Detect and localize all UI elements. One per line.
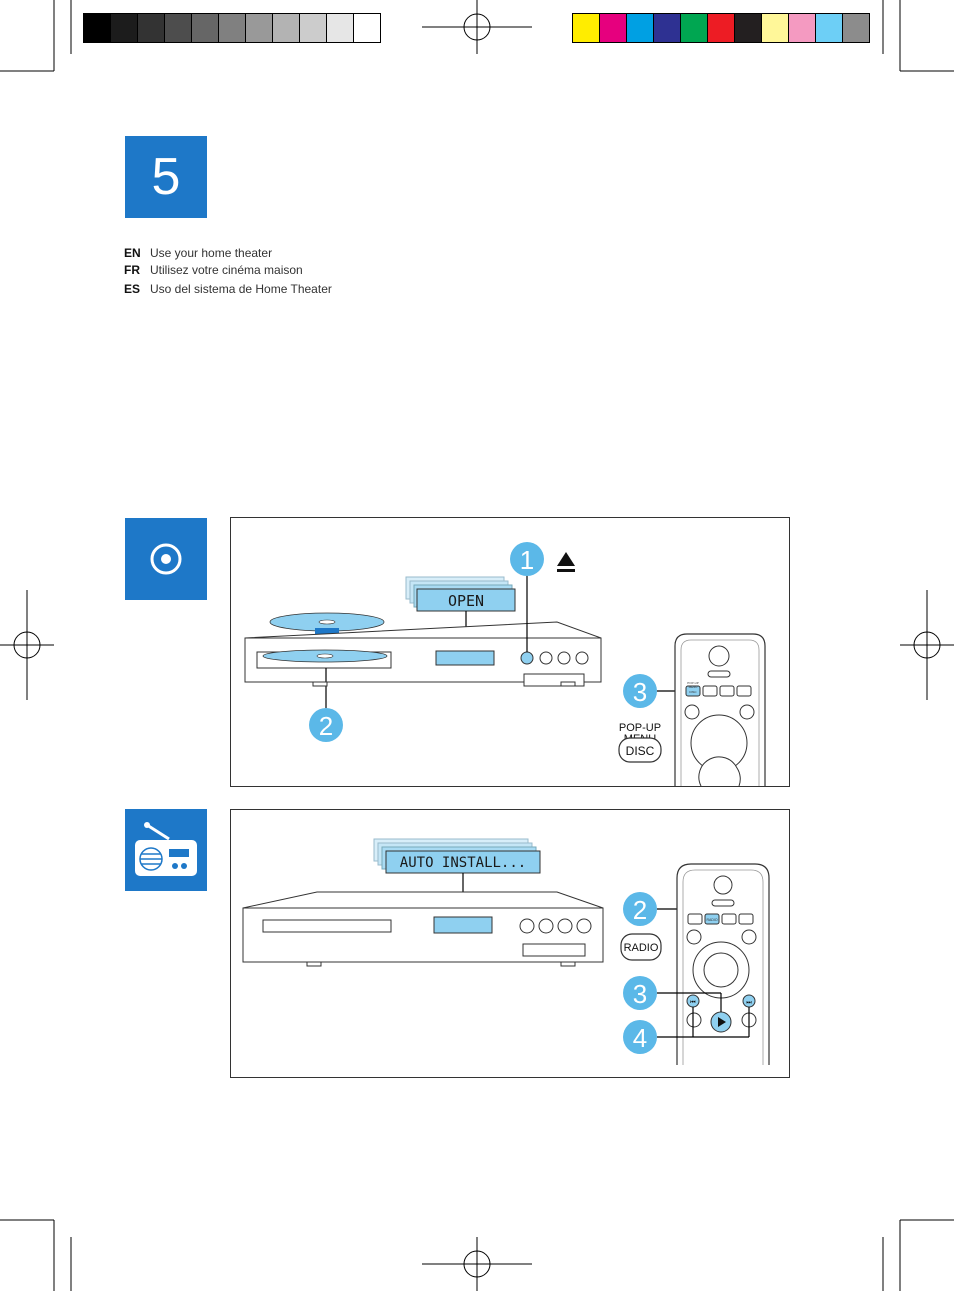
title-en: EN Use your home theater	[124, 246, 272, 260]
chapter-number: 5	[151, 148, 181, 206]
chapter-number-box: 5	[125, 136, 207, 218]
grayscale-bar	[83, 13, 381, 43]
swatch	[573, 14, 599, 42]
swatch	[842, 14, 869, 42]
swatch	[245, 14, 272, 42]
title-text-es: Uso del sistema de Home Theater	[150, 282, 332, 296]
color-bar	[572, 13, 870, 43]
swatch	[788, 14, 815, 42]
swatch	[680, 14, 707, 42]
title-text-en: Use your home theater	[150, 246, 273, 260]
disc-key-button	[618, 737, 662, 763]
radio-panel: AUTO INSTALL... RADIO 2 3 4	[230, 809, 790, 1078]
disc-play-panel: OPEN 1 2	[230, 517, 790, 787]
disc-icon	[150, 543, 182, 575]
svg-text:⏭: ⏭	[746, 999, 752, 1006]
swatch	[299, 14, 326, 42]
swatch	[110, 14, 137, 42]
swatch	[326, 14, 353, 42]
remote-tiny-radio-label: RADIO	[706, 918, 717, 922]
radio-key-label: RADIO	[624, 942, 659, 954]
step-3-radio-callout: 3	[633, 979, 647, 1009]
lang-code-es: ES	[124, 282, 141, 296]
swatch	[164, 14, 191, 42]
swatch	[707, 14, 734, 42]
title-text-fr: Utilisez votre cinéma maison	[150, 263, 303, 277]
popup-label-line1: POP-UP	[619, 722, 661, 734]
remote-control-radio: RADIO ⏮ ⏭	[676, 863, 770, 1065]
radio-icon-box	[125, 809, 207, 891]
step-2-radio-callout: 2	[633, 895, 647, 925]
remote-control-disc: POP-UP MENU DISC	[674, 633, 766, 787]
swatch	[734, 14, 761, 42]
eject-icon	[557, 552, 575, 572]
radio-illustration: AUTO INSTALL... RADIO 2 3 4	[242, 838, 770, 1065]
swatch	[353, 14, 380, 42]
swatch	[218, 14, 245, 42]
disc-illustration: OPEN 1 2	[244, 542, 766, 787]
title-fr: FR Utilisez votre cinéma maison	[124, 263, 303, 277]
step-2-callout: 2	[319, 711, 333, 741]
step-3-callout: 3	[633, 677, 647, 707]
swatch	[599, 14, 626, 42]
lang-code-fr: FR	[124, 263, 140, 277]
radio-icon	[135, 822, 197, 876]
swatch	[653, 14, 680, 42]
disc-key-label: DISC	[626, 744, 655, 758]
svg-text:⏮: ⏮	[690, 999, 696, 1006]
display-text-auto-install: AUTO INSTALL...	[400, 855, 526, 871]
remote-tiny-label-1: POP-UP	[687, 681, 699, 685]
swatch	[191, 14, 218, 42]
swatch	[815, 14, 842, 42]
swatch	[137, 14, 164, 42]
remote-tiny-label-2: MENU	[689, 685, 698, 689]
swatch	[84, 14, 110, 42]
lang-code-en: EN	[124, 246, 141, 260]
remote-tiny-label-3: DISC	[689, 690, 697, 694]
swatch	[761, 14, 788, 42]
radio-key-button	[620, 933, 662, 961]
display-text-open: OPEN	[448, 592, 484, 610]
swatch	[272, 14, 299, 42]
title-es: ES Uso del sistema de Home Theater	[124, 282, 332, 296]
disc-icon-box	[125, 518, 207, 600]
step-1-callout: 1	[520, 545, 534, 575]
swatch	[626, 14, 653, 42]
step-4-radio-callout: 4	[633, 1023, 647, 1053]
